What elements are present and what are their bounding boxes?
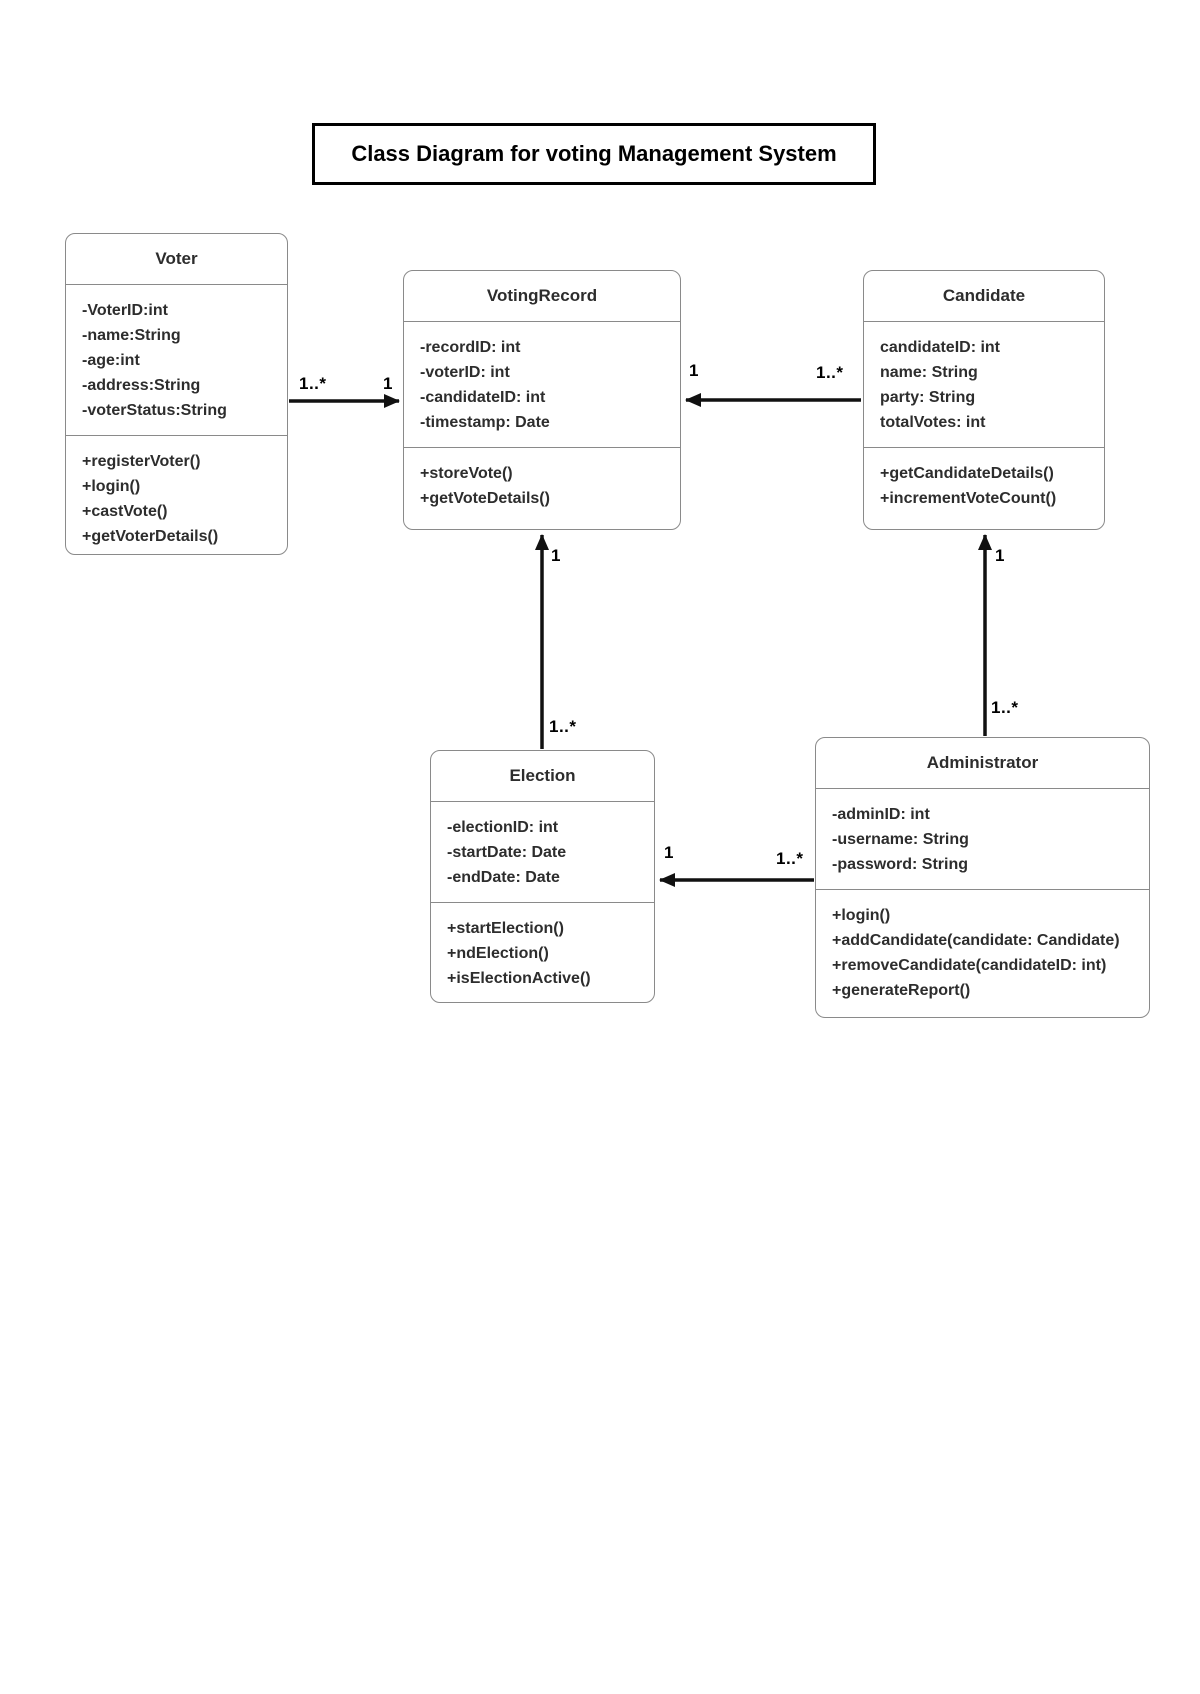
- multiplicity-label-voter-side: 1..*: [299, 374, 327, 393]
- class-member: -address:String: [82, 377, 201, 394]
- multiplicity-label-votingrecord-bottom: 1: [551, 546, 561, 565]
- multiplicity-label-election-top: 1..*: [549, 717, 577, 736]
- multiplicity-label-votingrecord-right: 1: [689, 361, 699, 380]
- class-member: -age:int: [82, 352, 140, 369]
- class-member: -endDate: Date: [447, 869, 560, 886]
- class-member: -voterID: int: [420, 364, 510, 381]
- class-member: +ndElection(): [447, 945, 549, 962]
- class-member: candidateID: int: [880, 339, 1001, 356]
- class-member: name: String: [880, 364, 978, 381]
- class-methods-administrator: +login() +addCandidate(candidate: Candida…: [816, 890, 1149, 1017]
- class-methods-votingrecord: +storeVote() +getVoteDetails(): [404, 448, 680, 529]
- class-box-administrator: Administrator -adminID: int -username: St…: [815, 737, 1150, 1018]
- class-member: +getVoterDetails(): [82, 528, 219, 545]
- multiplicity-label-election-side: 1: [664, 843, 674, 862]
- class-member: +getCandidateDetails(): [880, 465, 1054, 482]
- class-member: -electionID: int: [447, 819, 559, 836]
- diagram-title: Class Diagram for voting Management Syst…: [351, 141, 837, 166]
- class-attributes-election: -electionID: int -startDate: Date -endDate…: [431, 802, 654, 903]
- class-member: +addCandidate(candidate: Candidate): [832, 932, 1120, 949]
- class-member: +incrementVoteCount(): [880, 490, 1057, 507]
- class-methods-candidate: +getCandidateDetails() +incrementVoteCoun…: [864, 448, 1104, 529]
- class-member: -voterStatus:String: [82, 402, 227, 419]
- multiplicity-label-candidate-bottom: 1: [995, 546, 1005, 565]
- class-name-candidate: Candidate: [864, 271, 1104, 322]
- class-member: +removeCandidate(candidateID: int): [832, 957, 1107, 974]
- class-methods-voter: +registerVoter() +login() +castVote() +getV…: [66, 436, 287, 561]
- class-attributes-candidate: candidateID: int name: String party: Strin…: [864, 322, 1104, 448]
- class-box-election: Election -electionID: int -startDate: Dat…: [430, 750, 655, 1003]
- multiplicity-label-administrator-side: 1..*: [776, 849, 804, 868]
- class-member: totalVotes: int: [880, 414, 986, 431]
- class-member: party: String: [880, 389, 976, 406]
- class-member: +isElectionActive(): [447, 970, 591, 987]
- class-member: -password: String: [832, 856, 969, 873]
- class-box-votingrecord: VotingRecord -recordID: int -voterID: int…: [403, 270, 681, 530]
- class-member: +startElection(): [447, 920, 564, 937]
- class-member: -VoterID:int: [82, 302, 168, 319]
- class-member: +castVote(): [82, 503, 168, 520]
- class-member: +login(): [832, 907, 891, 924]
- class-member: -timestamp: Date: [420, 414, 550, 431]
- class-name-election: Election: [431, 751, 654, 802]
- class-member: +registerVoter(): [82, 453, 201, 470]
- class-member: +generateReport(): [832, 982, 971, 999]
- class-member: +login(): [82, 478, 141, 495]
- diagram-title-box: Class Diagram for voting Management Syst…: [312, 123, 876, 185]
- multiplicity-label-administrator-top: 1..*: [991, 698, 1019, 717]
- multiplicity-label-votingrecord-left: 1: [383, 374, 393, 393]
- class-methods-election: +startElection() +ndElection() +isElection…: [431, 903, 654, 1003]
- class-member: -username: String: [832, 831, 969, 848]
- class-member: -name:String: [82, 327, 181, 344]
- class-attributes-administrator: -adminID: int -username: String -password:…: [816, 789, 1149, 890]
- class-member: -candidateID: int: [420, 389, 546, 406]
- class-member: +getVoteDetails(): [420, 490, 550, 507]
- class-name-votingrecord: VotingRecord: [404, 271, 680, 322]
- class-member: -adminID: int: [832, 806, 930, 823]
- class-member: -startDate: Date: [447, 844, 567, 861]
- class-attributes-votingrecord: -recordID: int -voterID: int -candidateID:…: [404, 322, 680, 448]
- class-box-candidate: Candidate candidateID: int name: String pa…: [863, 270, 1105, 530]
- class-name-administrator: Administrator: [816, 738, 1149, 789]
- class-box-voter: Voter -VoterID:int -name:String -age:int -a…: [65, 233, 288, 555]
- class-member: -recordID: int: [420, 339, 521, 356]
- class-member: +storeVote(): [420, 465, 513, 482]
- class-name-voter: Voter: [66, 234, 287, 285]
- multiplicity-label-candidate-side: 1..*: [816, 363, 844, 382]
- class-attributes-voter: -VoterID:int -name:String -age:int -address…: [66, 285, 287, 436]
